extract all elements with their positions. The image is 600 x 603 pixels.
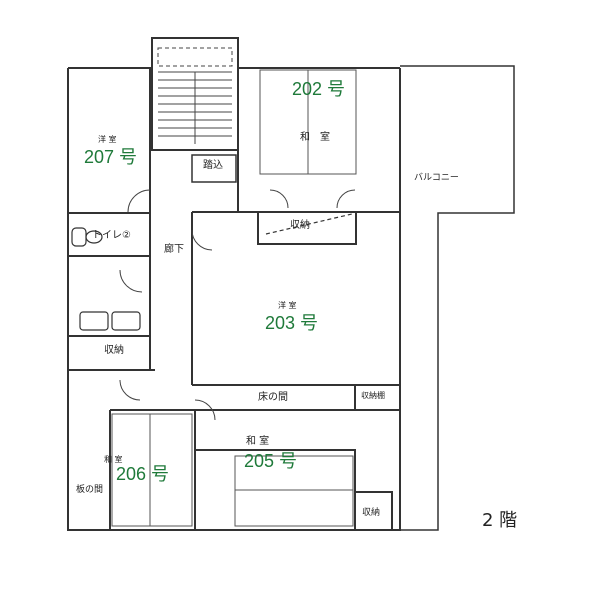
door-swings bbox=[119, 189, 356, 421]
room-206-number: 206 号 bbox=[116, 464, 169, 484]
room-205-type: 和 室 bbox=[246, 434, 269, 447]
label-corridor: 廊下 bbox=[164, 242, 184, 255]
tatami-lines bbox=[111, 69, 357, 527]
room-206-type: 和 室 bbox=[104, 454, 123, 464]
wall-203 bbox=[191, 211, 400, 386]
label-storage-205: 収納 bbox=[362, 506, 380, 518]
label-itanoma: 板の間 bbox=[76, 483, 103, 495]
balcony-outline bbox=[400, 65, 515, 531]
fumikomi-box bbox=[191, 154, 237, 183]
stairs bbox=[157, 47, 233, 144]
room-202-type-b: 室 bbox=[320, 130, 330, 143]
toilet-fixture bbox=[71, 227, 87, 247]
wall-storage-205 bbox=[355, 491, 393, 530]
room-202-type-a: 和 bbox=[300, 131, 310, 143]
wall-206 bbox=[67, 370, 196, 530]
label-balcony: バルコニー bbox=[414, 172, 459, 183]
fixtures bbox=[71, 213, 353, 331]
wall-wash bbox=[68, 256, 151, 370]
label-storage-wash: 収納 bbox=[104, 343, 124, 356]
wall-202 bbox=[237, 68, 357, 245]
floor-label: 2 階 bbox=[482, 510, 517, 531]
room-205-number: 205 号 bbox=[244, 451, 297, 471]
label-fumikomi: 踏込 bbox=[203, 158, 223, 171]
room-207-type: 洋 室 bbox=[98, 134, 117, 144]
label-storage-202: 収納 bbox=[290, 218, 310, 231]
label-tokonoma: 床の間 bbox=[258, 390, 288, 403]
room-202-number: 202 号 bbox=[292, 79, 345, 99]
room-203-number: 203 号 bbox=[265, 313, 318, 333]
label-storage-shelf: 収納棚 bbox=[361, 390, 385, 400]
wall-205 bbox=[195, 385, 400, 530]
wall-toilet bbox=[68, 213, 151, 257]
room-207-number: 207 号 bbox=[84, 147, 137, 167]
label-toilet: トイレ② bbox=[92, 230, 131, 241]
sink-left bbox=[79, 311, 109, 331]
sink-right bbox=[111, 311, 141, 331]
room-203-type: 洋 室 bbox=[278, 300, 297, 310]
